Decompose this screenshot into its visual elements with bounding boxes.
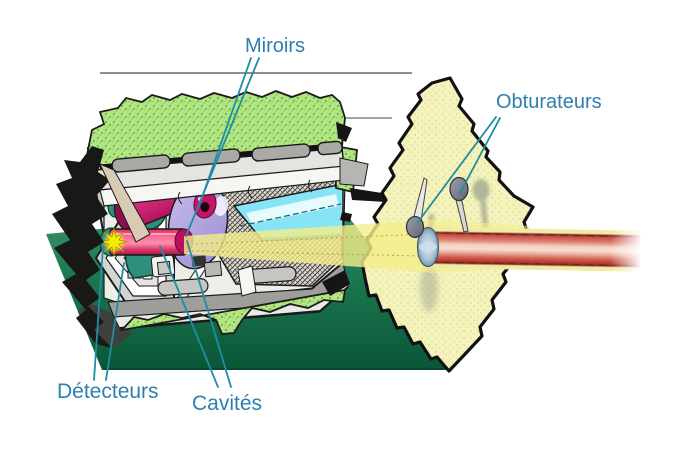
label-detecteurs: Détecteurs [57,380,159,403]
obturateurs-leader-line-1 [417,116,497,223]
label-cavites: Cavités [192,392,262,415]
housing-edge-strip [99,163,151,243]
laser-beam [427,227,643,276]
obturateurs-leader-line-2 [459,117,501,194]
housing-right-edge [322,122,388,296]
torn-left-silhouette [52,146,112,348]
cavites-leader-line-2 [186,240,232,388]
label-miroirs: Miroirs [245,35,305,57]
torn-green-band-bottom [119,288,347,335]
mount-hardware [150,254,223,278]
shutter-pin-right [449,176,469,233]
labels: Miroirs Obturateurs Détecteurs Cavités [57,35,602,415]
aperture-lens [416,226,440,268]
top-plate [95,140,345,191]
leader-lines [93,57,501,388]
detecteurs-leader-line-1 [93,246,104,381]
detecteurs-leader-line-2 [105,262,125,381]
beam-source-star [99,227,129,257]
aperture-shadow [420,264,438,312]
label-obturateurs: Obturateurs [496,91,602,113]
cavites-leader-line-1 [159,245,219,388]
miroirs-leader-line-2 [185,57,260,237]
